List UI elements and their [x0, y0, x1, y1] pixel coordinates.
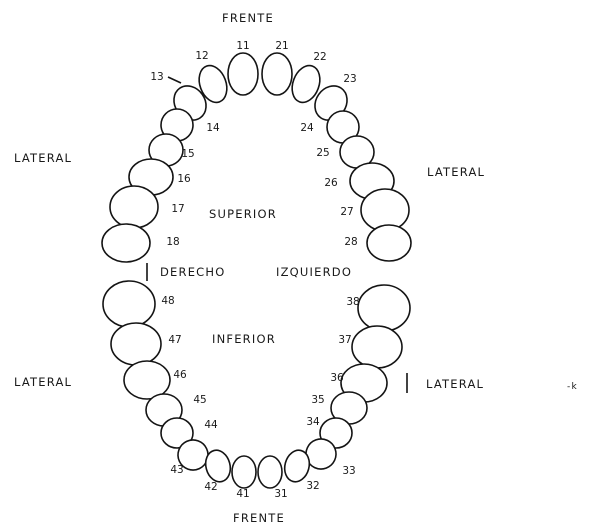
tooth-number-15: 15: [181, 148, 194, 160]
lower-arch: [103, 281, 410, 488]
tooth-number-24: 24: [300, 122, 314, 134]
tooth-number-33: 33: [342, 465, 355, 477]
tooth-17: [110, 186, 158, 228]
front-bottom-label: FRENTE: [233, 511, 285, 524]
tooth-number-41: 41: [236, 488, 249, 500]
tooth-number-26: 26: [324, 177, 338, 189]
stray-mark: -k: [567, 382, 578, 392]
tooth-number-37: 37: [338, 334, 351, 346]
lateral-upper-right-label: LATERAL: [427, 165, 485, 179]
tooth-number-11: 11: [236, 40, 249, 52]
tooth-number-21: 21: [275, 40, 288, 52]
izquierdo-label: IZQUIERDO: [276, 265, 352, 279]
lateral-upper-left-label: LATERAL: [14, 151, 72, 165]
tooth-48: [103, 281, 155, 327]
tooth-11: [228, 53, 258, 95]
tooth-number-18: 18: [166, 236, 179, 248]
tooth-37: [352, 326, 402, 368]
tooth-number-12: 12: [195, 50, 208, 62]
tooth-number-35: 35: [311, 394, 324, 406]
tooth-21: [262, 53, 292, 95]
front-top-label: FRENTE: [222, 11, 274, 25]
inferior-label: INFERIOR: [212, 332, 276, 346]
tooth-13-leader: [168, 77, 181, 83]
tooth-number-31: 31: [274, 488, 287, 500]
tooth-number-14: 14: [206, 122, 220, 134]
tooth-number-48: 48: [161, 295, 174, 307]
derecho-label: DERECHO: [160, 265, 226, 279]
upper-arch: [102, 53, 411, 262]
tooth-47: [111, 323, 161, 365]
tooth-number-23: 23: [343, 73, 356, 85]
tooth-number-44: 44: [204, 419, 218, 431]
tooth-number-32: 32: [306, 480, 319, 492]
tooth-number-13: 13: [150, 71, 163, 83]
tooth-number-22: 22: [313, 51, 326, 63]
superior-label: SUPERIOR: [209, 207, 277, 221]
lateral-lower-right-label: LATERAL: [426, 377, 484, 391]
tooth-number-45: 45: [193, 394, 206, 406]
tooth-number-17: 17: [171, 203, 184, 215]
tooth-41: [232, 456, 256, 488]
tooth-number-36: 36: [330, 372, 344, 384]
tooth-number-46: 46: [173, 369, 187, 381]
tooth-number-43: 43: [170, 464, 183, 476]
tooth-number-28: 28: [344, 236, 357, 248]
tooth-number-27: 27: [340, 206, 353, 218]
tooth-number-42: 42: [204, 481, 217, 493]
tooth-number-16: 16: [177, 173, 191, 185]
tooth-18: [102, 224, 150, 262]
tooth-number-34: 34: [306, 416, 320, 428]
tooth-31: [258, 456, 282, 488]
tooth-number-25: 25: [316, 147, 329, 159]
tooth-38: [358, 285, 410, 331]
tooth-28: [367, 225, 411, 261]
tooth-number-47: 47: [168, 334, 181, 346]
tooth-number-38: 38: [346, 296, 359, 308]
lateral-lower-left-label: LATERAL: [14, 375, 72, 389]
